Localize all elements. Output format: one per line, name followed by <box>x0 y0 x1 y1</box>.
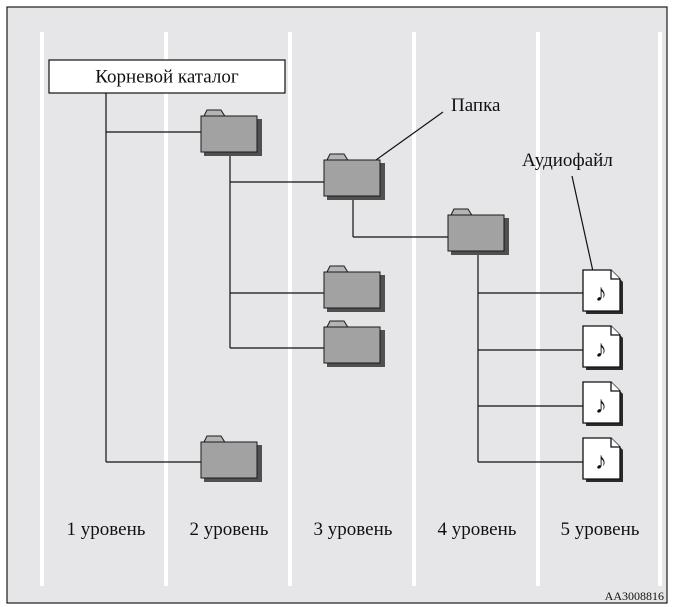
level-label-5: 5 уровень <box>561 519 640 540</box>
level-label-2: 2 уровень <box>190 519 269 540</box>
level-column-dividers <box>40 32 662 586</box>
folder-icon <box>323 153 385 200</box>
tree-connectors <box>105 93 595 463</box>
audiofile-callout-leader <box>571 175 595 277</box>
folder-icon <box>200 109 262 156</box>
root-directory-label: Корневой каталог <box>95 67 239 88</box>
folder-icon <box>200 435 262 482</box>
root-directory-box <box>48 59 286 94</box>
folder-icon <box>323 320 385 367</box>
folder-icon <box>447 208 509 255</box>
music-note-file-icon: ♪ <box>582 325 623 370</box>
level-label-3: 3 уровень <box>314 519 393 540</box>
music-note-file-icon: ♪ <box>582 437 623 482</box>
image-code: AA3008816 <box>605 589 664 603</box>
svg-text:♪: ♪ <box>595 393 607 419</box>
level-label-4: 4 уровень <box>438 519 517 540</box>
svg-text:♪: ♪ <box>595 281 607 307</box>
folder-callout-label: Папка <box>451 95 501 116</box>
music-note-file-icon: ♪ <box>582 269 623 314</box>
svg-text:♪: ♪ <box>595 449 607 475</box>
music-note-file-icon: ♪ <box>582 381 623 426</box>
svg-text:♪: ♪ <box>595 337 607 363</box>
level-label-1: 1 уровень <box>67 519 146 540</box>
audiofile-callout-label: Аудиофайл <box>522 150 613 171</box>
folder-icon <box>323 265 385 312</box>
